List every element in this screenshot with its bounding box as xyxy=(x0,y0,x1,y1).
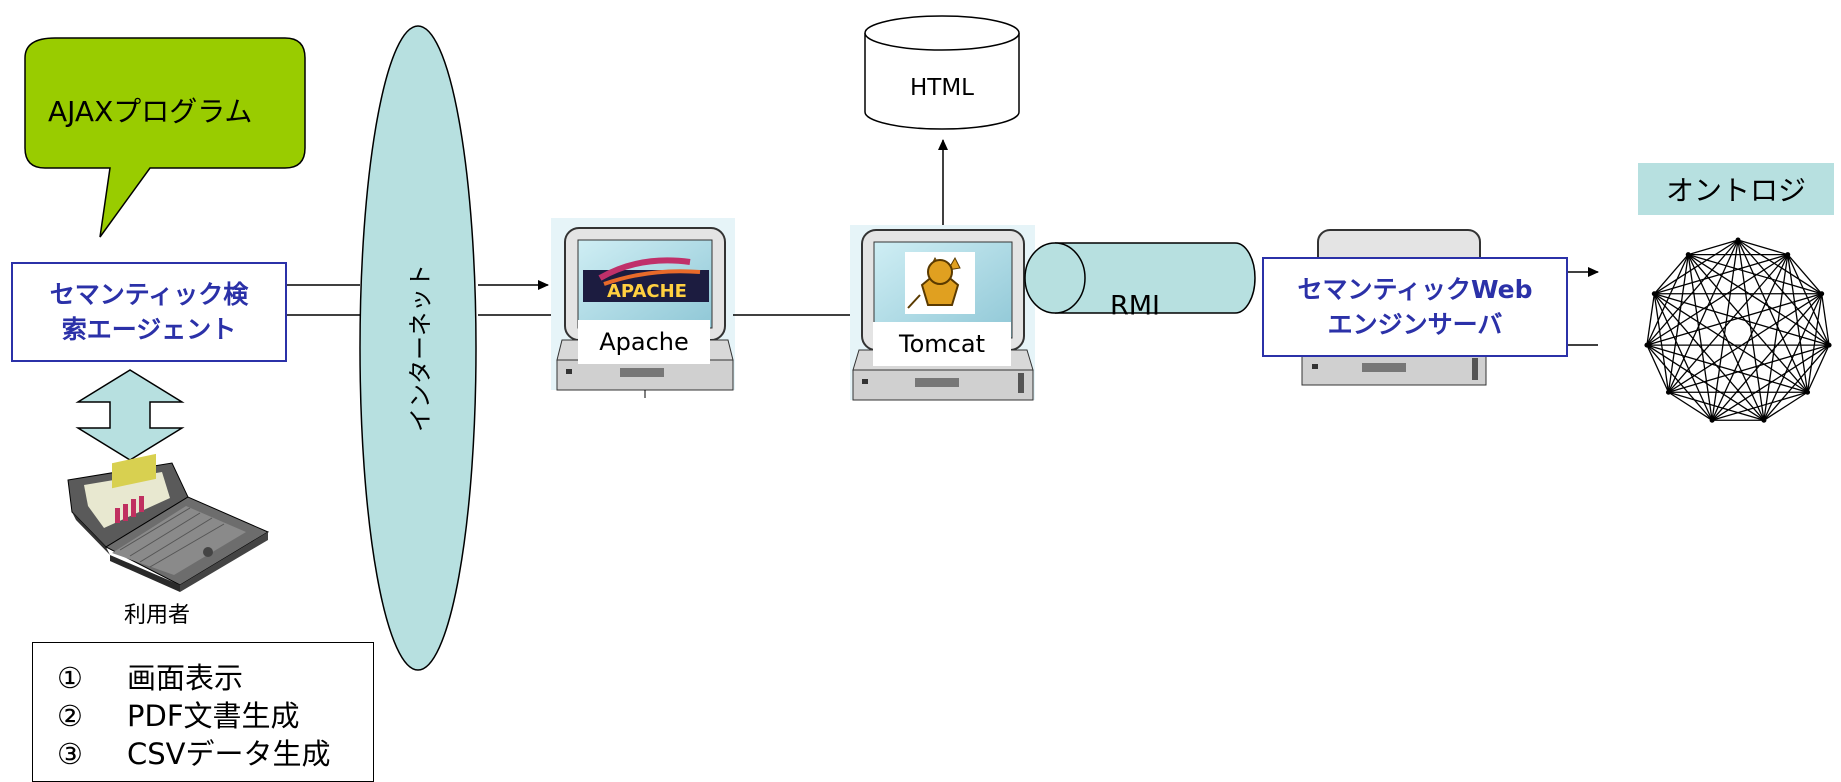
rmi-pipe xyxy=(1024,242,1256,314)
ontology-edge xyxy=(1787,254,1823,295)
feature-item-text: 画面表示 xyxy=(127,661,244,695)
tomcat-logo xyxy=(905,252,975,314)
ontology-node xyxy=(1651,291,1657,297)
ontology-edge xyxy=(1646,293,1822,346)
feature-item: ③ CSVデータ生成 xyxy=(57,735,373,773)
feature-item: ① 画面表示 xyxy=(57,659,373,697)
ontology-node xyxy=(1665,389,1671,395)
ontology-edge xyxy=(1737,239,1823,295)
ontology-edge xyxy=(1653,293,1670,393)
ontology-node xyxy=(1735,237,1741,243)
apache-logo-text: APACHE xyxy=(607,281,687,302)
apache-server-icon xyxy=(551,218,735,398)
ontology-node xyxy=(1761,417,1767,423)
ontology-edge xyxy=(1646,254,1689,346)
ontology-edge xyxy=(1763,344,1830,421)
ontology-node xyxy=(1805,389,1811,395)
ontology-edge xyxy=(1688,253,1822,295)
ontology-edge xyxy=(1668,391,1713,421)
engine-label-line2: エンジンサーバ xyxy=(1327,310,1503,339)
ontology-title-text: オントロジ xyxy=(1665,174,1806,207)
feature-item-number: ① xyxy=(57,661,83,695)
ontology-graph xyxy=(1644,237,1832,423)
ontology-edge xyxy=(1646,344,1713,421)
ontology-title: オントロジ xyxy=(1638,163,1834,215)
feature-item-number: ② xyxy=(57,699,83,733)
feature-item-text: PDF文書生成 xyxy=(127,699,300,733)
ontology-edge xyxy=(1646,344,1670,393)
ontology-edge xyxy=(1687,254,1809,393)
ontology-node xyxy=(1644,342,1650,348)
html-store-cylinder xyxy=(864,15,1020,130)
semantic-search-agent: セマンティック検 索エージェント xyxy=(11,262,287,362)
ontology-edge xyxy=(1763,391,1808,421)
ontology-node xyxy=(1709,417,1715,423)
ontology-edge xyxy=(1806,293,1823,393)
ontology-edge xyxy=(1668,391,1765,421)
engine-label-line1: セマンティックWeb xyxy=(1297,275,1533,304)
ontology-edge xyxy=(1653,239,1739,295)
ontology-edge xyxy=(1688,239,1739,256)
ontology-edge xyxy=(1654,293,1830,346)
ontology-node xyxy=(1685,252,1691,258)
apache-logo: APACHE xyxy=(583,257,709,302)
ontology-edge xyxy=(1687,254,1765,421)
ontology-edge xyxy=(1654,253,1788,295)
ontology-edge xyxy=(1646,239,1739,346)
feature-item-text: CSVデータ生成 xyxy=(127,737,331,771)
ontology-edge xyxy=(1653,254,1689,295)
ontology-edge xyxy=(1787,254,1830,346)
laptop-icon xyxy=(67,453,270,592)
ontology-edge xyxy=(1667,254,1689,393)
ontology-edge xyxy=(1737,239,1830,346)
ontology-edge xyxy=(1687,254,1713,421)
ontology-edge xyxy=(1711,391,1808,421)
feature-item-number: ③ xyxy=(57,737,83,771)
ontology-edge xyxy=(1653,293,1765,421)
ontology-edge xyxy=(1646,293,1655,346)
ontology-edge xyxy=(1806,344,1830,393)
ontology-node xyxy=(1819,291,1825,297)
user-label: 利用者 xyxy=(124,603,191,628)
ontology-edge xyxy=(1787,254,1809,393)
agent-label-line1: セマンティック検 xyxy=(49,280,249,309)
ontology-edge xyxy=(1667,254,1789,393)
ontology-edge xyxy=(1737,239,1788,256)
ontology-edge xyxy=(1653,293,1713,421)
tomcat-label: Tomcat xyxy=(873,322,1011,366)
ontology-node xyxy=(1826,342,1832,348)
ontology-edge xyxy=(1646,344,1765,421)
ontology-edge xyxy=(1687,254,1830,346)
feature-item: ② PDF文書生成 xyxy=(57,697,373,735)
double-arrow-icon xyxy=(75,369,185,461)
internet-label: インターネット xyxy=(406,264,435,432)
ontology-edge xyxy=(1821,293,1830,346)
html-store-label: HTML xyxy=(909,75,975,101)
speech-bubble xyxy=(24,37,306,238)
agent-label-line2: 索エージェント xyxy=(61,315,237,344)
rmi-label: RMI xyxy=(1109,290,1161,322)
ontology-node xyxy=(1785,252,1791,258)
speech-bubble-label: AJAXプログラム xyxy=(48,95,253,128)
ontology-edge xyxy=(1711,344,1830,421)
feature-list: ① 画面表示 ② PDF文書生成 ③ CSVデータ生成 xyxy=(32,642,374,782)
internet-cloud xyxy=(359,25,477,671)
ontology-edge xyxy=(1763,293,1823,421)
apache-label: Apache xyxy=(578,320,710,364)
semantic-web-engine-server: セマンティックWeb エンジンサーバ xyxy=(1262,257,1568,357)
